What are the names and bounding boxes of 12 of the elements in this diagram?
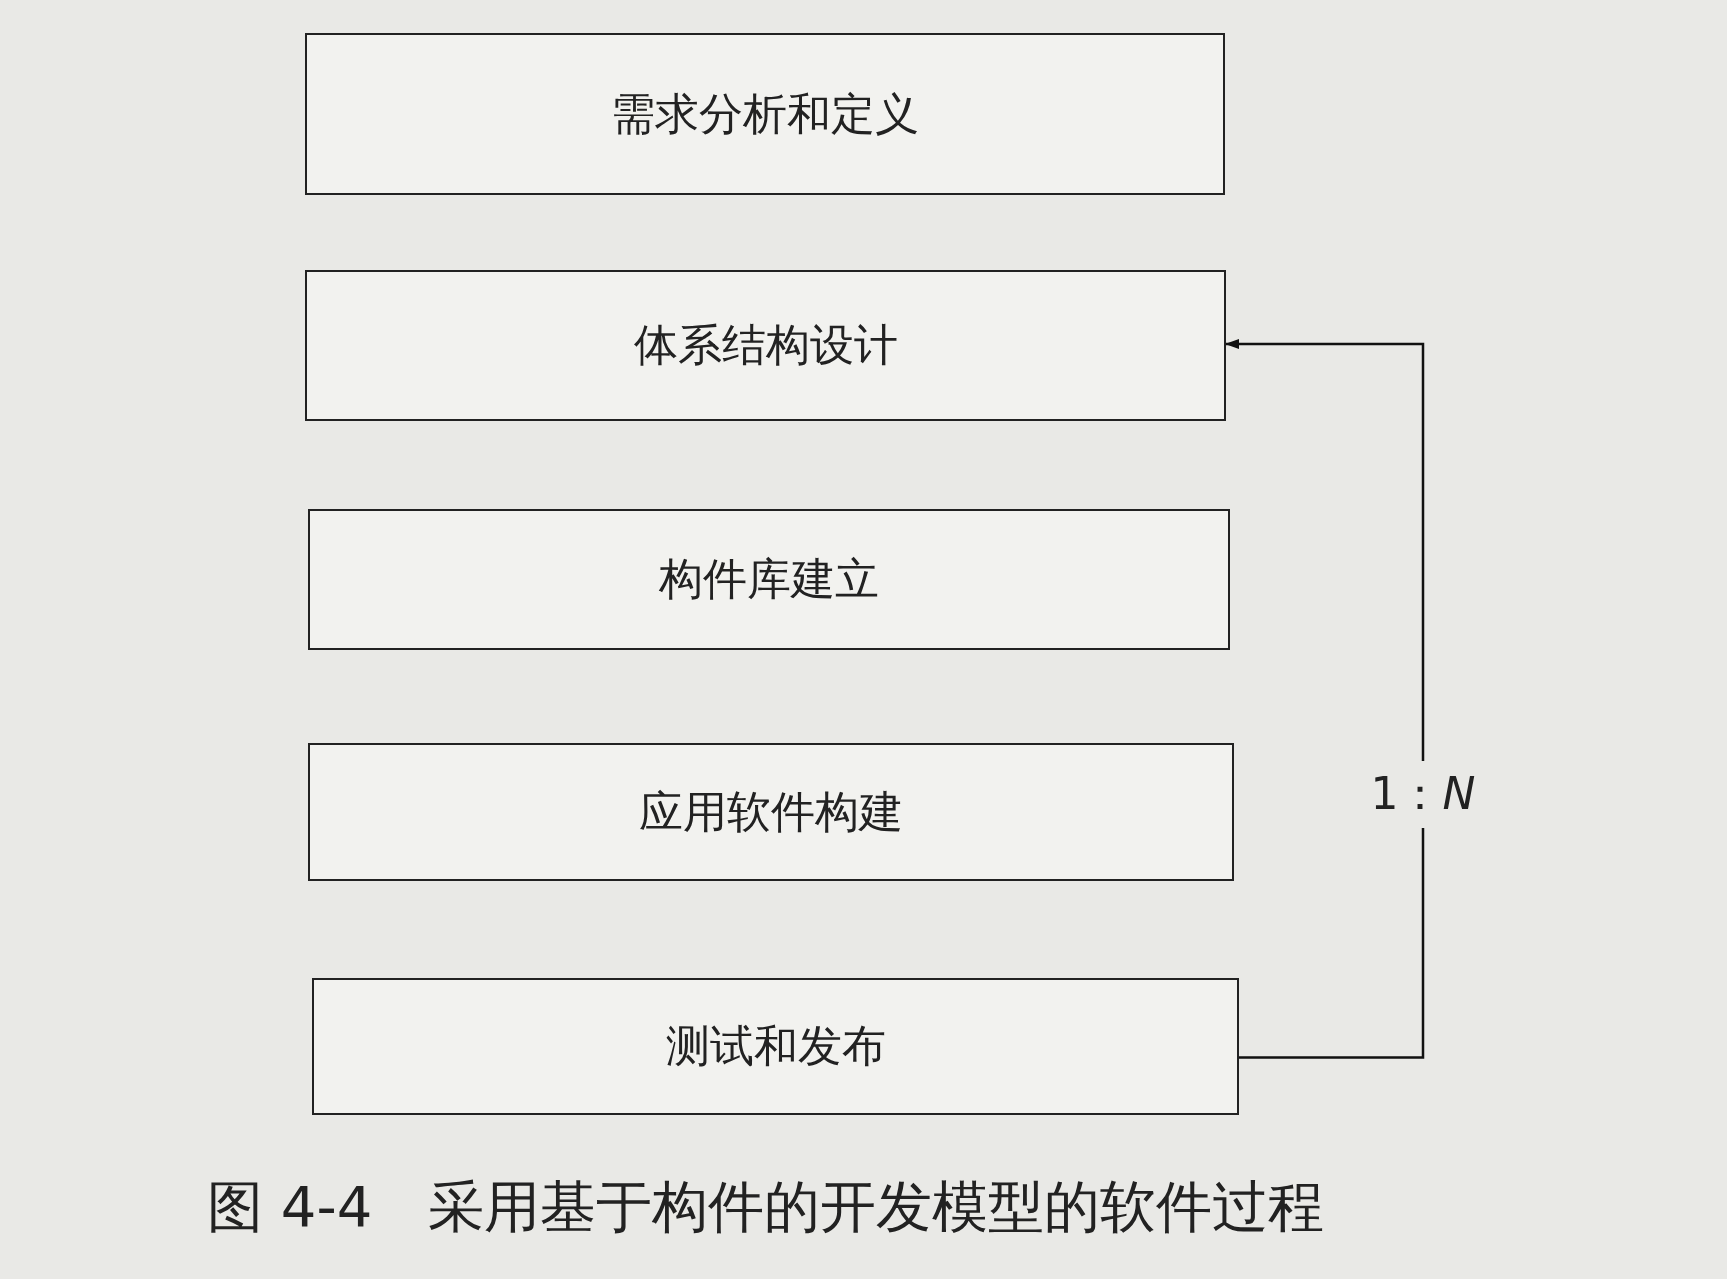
process-box xyxy=(308,509,1230,650)
step-label: 需求分析和定义 xyxy=(611,86,919,141)
process-box xyxy=(312,978,1239,1115)
arrow xyxy=(1225,339,1425,1059)
step-label: 体系结构设计 xyxy=(633,318,898,372)
process-box xyxy=(305,33,1225,195)
step-label: 构件库建立 xyxy=(659,552,879,606)
process-box xyxy=(308,743,1234,881)
figure-caption: 图 4-4 采用基于构件的开发模型的软件过程 xyxy=(207,1173,1325,1241)
process-box xyxy=(305,270,1226,421)
step-label: 测试和发布 xyxy=(665,1019,886,1073)
step-label: 应用软件构建 xyxy=(639,784,903,839)
